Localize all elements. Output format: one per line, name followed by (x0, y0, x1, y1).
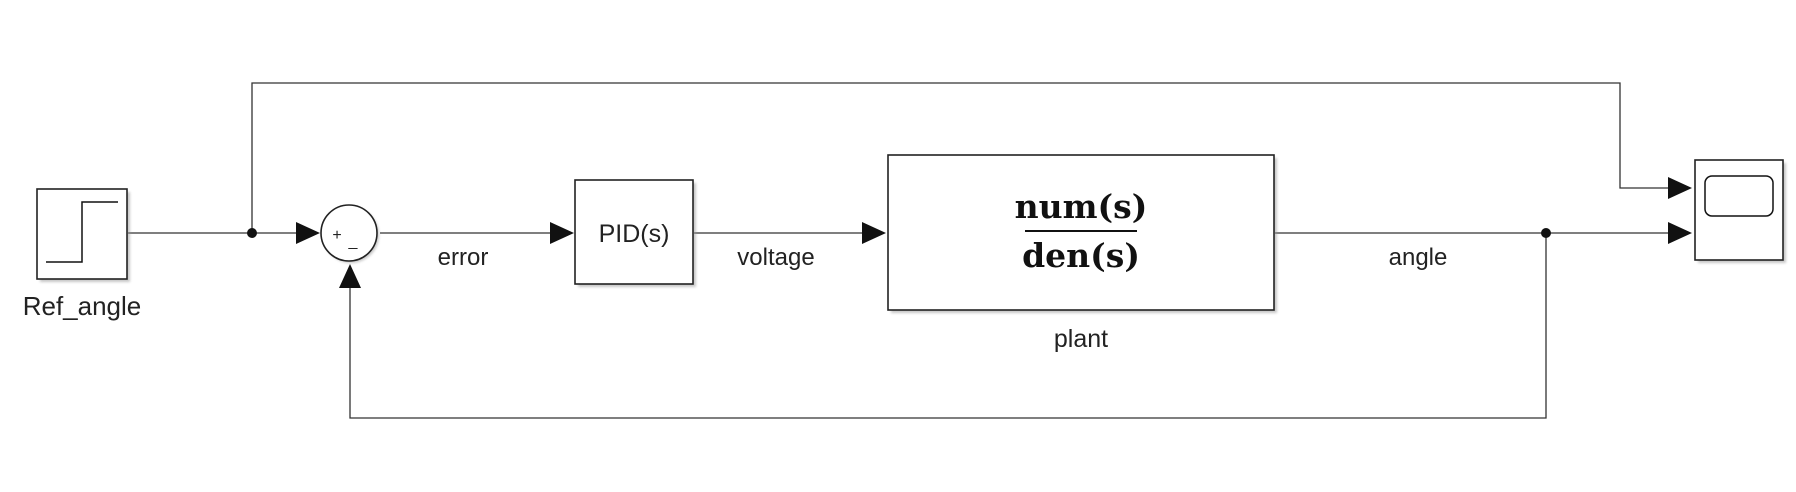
arrowhead-sum-input (296, 222, 320, 244)
pid-block[interactable]: PID(s) (574, 179, 696, 287)
arrowhead-scope-input-2 (1668, 222, 1692, 244)
sum-block[interactable]: + _ (320, 204, 379, 263)
step-block[interactable]: Ref_angle (23, 188, 142, 321)
wire-feedback[interactable] (349, 233, 1547, 419)
sum-plus-sign: + (332, 227, 341, 244)
arrowhead-plant-input (862, 222, 886, 244)
plant-denominator: den(s) (1022, 236, 1140, 275)
signal-label-voltage: voltage (737, 244, 814, 271)
plant-block[interactable]: num(s) den(s) plant (887, 154, 1277, 353)
arrowheads (296, 177, 1692, 288)
wires (128, 82, 1670, 419)
scope-icon (1704, 175, 1774, 217)
arrowhead-sum-feedback (339, 264, 361, 288)
step-icon (46, 201, 118, 263)
wire-ref-to-scope[interactable] (251, 82, 1670, 233)
step-block-label: Ref_angle (23, 291, 142, 321)
branch-point-ref (247, 228, 257, 238)
branch-point-angle (1541, 228, 1551, 238)
pid-block-text: PID(s) (599, 220, 670, 248)
signal-label-angle: angle (1389, 244, 1448, 271)
arrowhead-scope-input-1 (1668, 177, 1692, 199)
sum-minus-sign: _ (348, 233, 359, 250)
arrowhead-pid-input (550, 222, 574, 244)
plant-numerator: num(s) (1015, 187, 1148, 226)
scope-block[interactable] (1694, 159, 1786, 263)
plant-block-label: plant (1054, 325, 1108, 353)
signal-label-error: error (438, 244, 489, 271)
